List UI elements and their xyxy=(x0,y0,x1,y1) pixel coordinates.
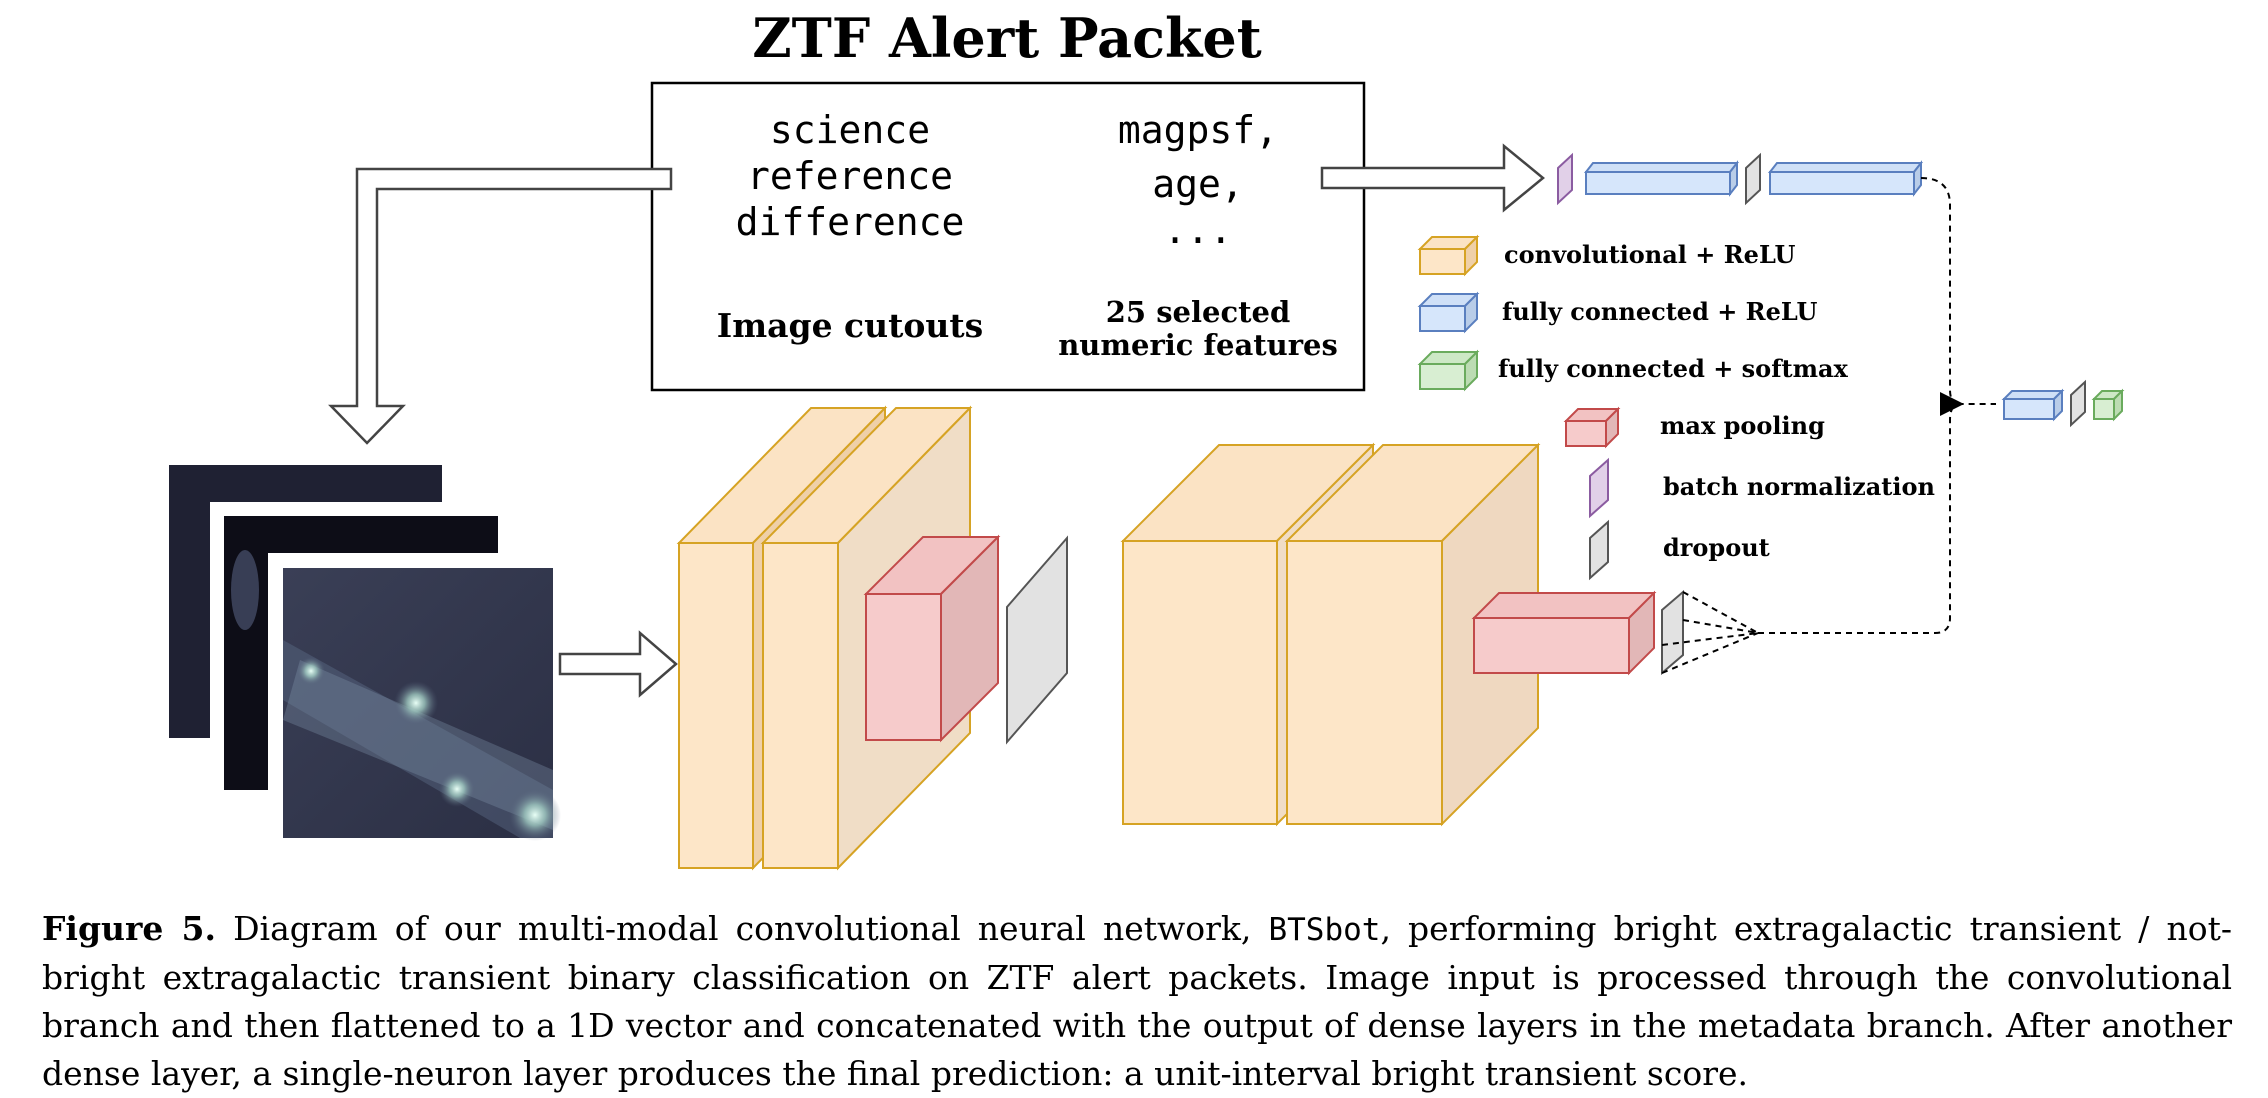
figure-caption: Figure 5. Diagram of our multi-modal con… xyxy=(42,905,2232,1098)
legend-pool-label: max pooling xyxy=(1660,411,1825,440)
numeric-features-label-1: 25 selected xyxy=(1106,295,1290,329)
metadata-dropout xyxy=(1745,152,1761,206)
output-softmax xyxy=(2091,388,2125,422)
pool-block-1 xyxy=(863,534,1001,743)
legend-conv: convolutional + ReLU xyxy=(1417,234,1796,277)
legend-pool: max pooling xyxy=(1563,406,1825,449)
dropout-block-1 xyxy=(1006,535,1068,745)
image-type-difference: difference xyxy=(736,200,965,244)
image-cutouts-label: Image cutouts xyxy=(717,306,983,345)
combined-dropout xyxy=(2070,379,2086,428)
legend-dropout-label: dropout xyxy=(1663,533,1770,562)
feature-ellipsis: ... xyxy=(1164,208,1233,252)
legend-dropout: dropout xyxy=(1589,519,1770,581)
alert-packet-box: science reference difference Image cutou… xyxy=(650,81,1366,392)
conv-block-1 xyxy=(676,405,973,871)
legend-fc-softmax: fully connected + softmax xyxy=(1417,349,1849,392)
feature-age: age, xyxy=(1152,162,1244,206)
metadata-dense-2 xyxy=(1767,160,1924,197)
pool-block-2 xyxy=(1471,590,1657,676)
legend-bn-label: batch normalization xyxy=(1663,472,1935,501)
dropout-block-2 xyxy=(1661,589,1684,676)
caption-label: Figure 5. xyxy=(42,909,216,948)
caption-text-before: Diagram of our multi-modal convolutional… xyxy=(215,909,1269,948)
output-layers xyxy=(2001,379,2125,428)
combined-dense xyxy=(2001,388,2065,422)
caption-model-name: BTSbot xyxy=(1268,912,1381,948)
metadata-branch-arrow xyxy=(1320,143,1545,213)
image-branch-arrow xyxy=(328,167,673,445)
diagram-title: ZTF Alert Packet xyxy=(752,6,1261,70)
image-cutouts-stack xyxy=(169,465,561,853)
image-type-reference: reference xyxy=(747,154,953,198)
numeric-features-label-2: numeric features xyxy=(1058,328,1338,362)
metadata-dense-1 xyxy=(1583,160,1740,197)
feature-magpsf: magpsf, xyxy=(1118,108,1278,152)
metadata-batchnorm xyxy=(1557,152,1573,206)
merge-connection xyxy=(1758,177,1996,634)
legend-bn: batch normalization xyxy=(1589,457,1935,519)
legend-fc: fully connected + ReLU xyxy=(1417,291,1817,334)
cnn-input-arrow xyxy=(558,630,678,698)
flatten-lines xyxy=(1661,591,1759,674)
legend: convolutional + ReLU fully connected + R… xyxy=(1417,234,1935,581)
legend-conv-label: convolutional + ReLU xyxy=(1504,240,1796,269)
caption-text-after: , performing bright extragalactic transi… xyxy=(42,909,2232,1093)
legend-fc-label: fully connected + ReLU xyxy=(1502,297,1817,326)
metadata-layers xyxy=(1557,152,1924,206)
legend-fc-softmax-label: fully connected + softmax xyxy=(1498,354,1849,383)
image-type-science: science xyxy=(770,108,930,152)
